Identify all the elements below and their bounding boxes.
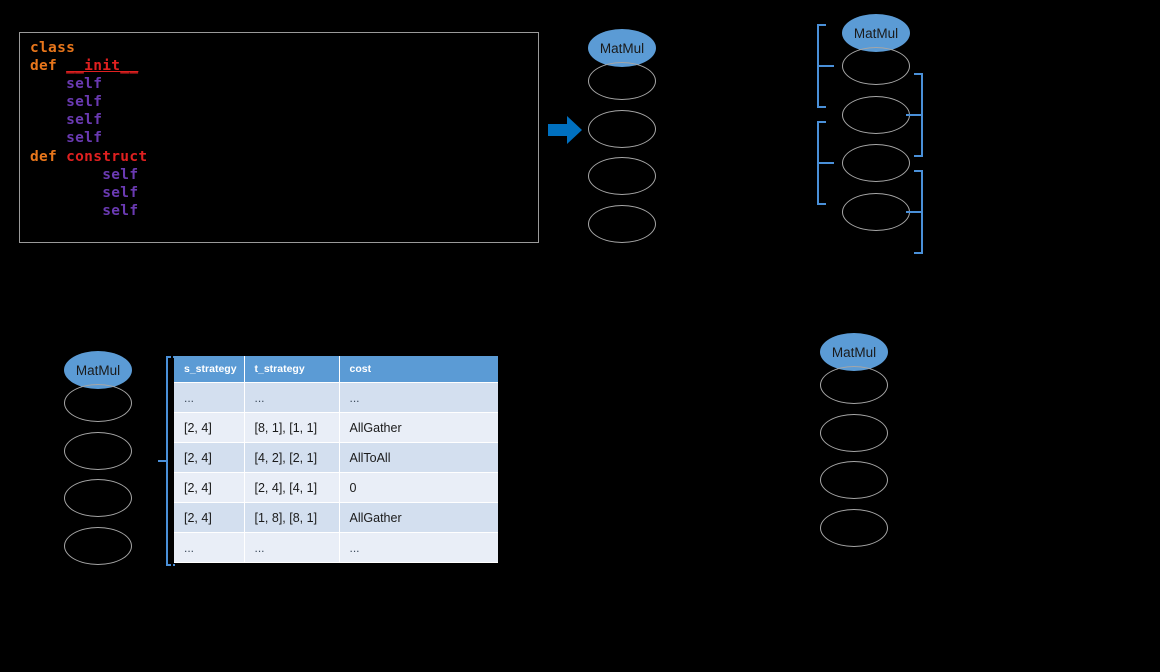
code-token-def: def — [30, 58, 67, 75]
strategy-node[interactable] — [842, 95, 910, 134]
table-row[interactable]: [2, 4][2, 4], [4, 1]0 — [174, 472, 498, 503]
table-cell-s_strategy: [2, 4] — [174, 412, 245, 443]
strategy-node[interactable] — [842, 192, 910, 231]
code-line: self — [30, 111, 534, 129]
table-cell-t_strategy: [8, 1], [1, 1] — [244, 412, 340, 443]
strategy-node[interactable] — [842, 47, 910, 85]
code-line: self — [30, 166, 534, 184]
table-row[interactable]: ......... — [174, 532, 498, 563]
strategy-cost-table[interactable]: s_strategy t_strategy cost .........[2, … — [174, 356, 498, 563]
code-token-self: self — [102, 202, 139, 219]
strategy-node[interactable] — [820, 366, 888, 404]
code-token-self: self — [66, 130, 103, 147]
group-bracket-left — [812, 119, 838, 207]
strategy-node[interactable] — [588, 109, 656, 148]
strategy-node[interactable] — [64, 431, 132, 470]
table-cell-cost: ... — [339, 382, 498, 413]
code-indent — [30, 76, 66, 92]
code-indent — [30, 185, 102, 201]
table-cell-t_strategy: ... — [244, 382, 340, 413]
code-token-class: class — [30, 40, 76, 56]
strategy-node[interactable] — [64, 526, 132, 565]
table-cell-t_strategy: [2, 4], [4, 1] — [244, 472, 340, 503]
code-line: self — [30, 93, 534, 111]
table-row[interactable]: [2, 4][8, 1], [1, 1]AllGather — [174, 412, 498, 443]
strategy-node[interactable] — [820, 461, 888, 499]
strategy-node[interactable] — [820, 413, 888, 452]
table-cell-s_strategy: ... — [174, 532, 245, 563]
matmul-node-label: MatMul — [75, 362, 121, 378]
table-cell-t_strategy: [1, 8], [8, 1] — [244, 502, 340, 533]
table-cell-s_strategy: ... — [174, 382, 245, 413]
table-cell-s_strategy: [2, 4] — [174, 472, 245, 503]
table-cell-t_strategy: [4, 2], [2, 1] — [244, 442, 340, 473]
table-left-rule — [171, 356, 173, 566]
code-token-self: self — [66, 76, 103, 93]
table-row[interactable]: [2, 4][4, 2], [2, 1]AllToAll — [174, 442, 498, 473]
code-indent — [30, 112, 66, 128]
strategy-node[interactable] — [64, 479, 132, 517]
code-token-init: __init__ — [66, 58, 139, 75]
table-cell-cost: AllToAll — [339, 442, 498, 473]
strategy-node[interactable] — [820, 508, 888, 547]
right-arrow-icon — [547, 112, 583, 148]
table-row[interactable]: [2, 4][1, 8], [8, 1]AllGather — [174, 502, 498, 533]
code-line: def __init__ — [30, 57, 534, 75]
code-line: self — [30, 129, 534, 147]
table-cell-cost: AllGather — [339, 502, 498, 533]
code-indent — [30, 167, 102, 183]
table-body: .........[2, 4][8, 1], [1, 1]AllGather[2… — [174, 382, 498, 563]
matmul-node-label: MatMul — [599, 40, 645, 56]
group-bracket-left — [812, 22, 838, 110]
column-header-t-strategy[interactable]: t_strategy — [244, 356, 340, 383]
code-line: self — [30, 184, 534, 202]
column-header-s-strategy[interactable]: s_strategy — [174, 356, 245, 383]
code-token-construct: construct — [66, 148, 148, 165]
strategy-node[interactable] — [588, 204, 656, 243]
code-indent — [30, 203, 102, 219]
table-cell-cost: AllGather — [339, 412, 498, 443]
matmul-node-label: MatMul — [831, 344, 877, 360]
table-cell-s_strategy: [2, 4] — [174, 502, 245, 533]
matmul-node-label: MatMul — [853, 25, 899, 41]
column-header-cost[interactable]: cost — [339, 356, 498, 383]
strategy-node[interactable] — [588, 62, 656, 100]
code-indent — [30, 130, 66, 146]
code-token-self: self — [66, 112, 103, 129]
table-header-row: s_strategy t_strategy cost — [174, 356, 498, 383]
strategy-node[interactable] — [588, 157, 656, 195]
code-line: self — [30, 75, 534, 93]
table-cell-cost: 0 — [339, 472, 498, 503]
code-token-def: def — [30, 148, 67, 165]
table-cell-s_strategy: [2, 4] — [174, 442, 245, 473]
code-token-self: self — [66, 94, 103, 111]
strategy-node[interactable] — [64, 384, 132, 422]
strategy-cost-table-container[interactable]: s_strategy t_strategy cost .........[2, … — [174, 356, 498, 566]
code-indent — [30, 94, 66, 110]
table-cell-cost: ... — [339, 532, 498, 563]
table-row[interactable]: ......... — [174, 382, 498, 413]
code-line: class — [30, 39, 534, 57]
code-token-self: self — [102, 184, 139, 201]
code-line: self — [30, 202, 534, 220]
code-line: def construct — [30, 148, 534, 166]
code-token-self: self — [102, 166, 139, 183]
table-cell-t_strategy: ... — [244, 532, 340, 563]
strategy-node[interactable] — [842, 144, 910, 182]
